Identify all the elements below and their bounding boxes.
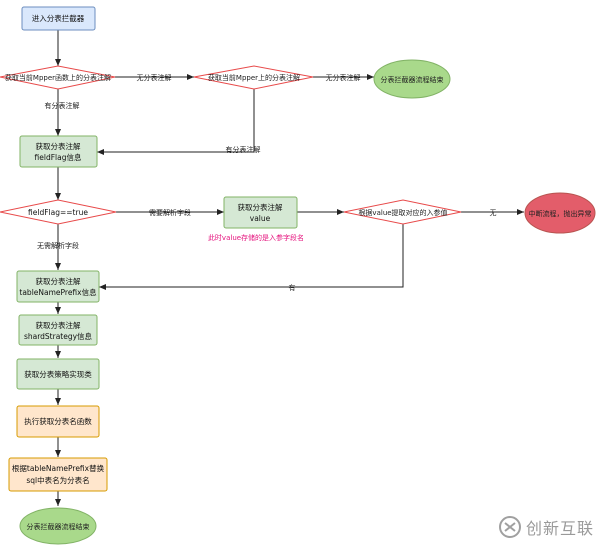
node-get-prefix-line1: 获取分表注解 [36, 276, 81, 286]
edge-label-no-anno-1: 无分表注解 [137, 73, 172, 82]
edge-labels: 无分表注解 无分表注解 有分表注解 有分表注解 需要解析字段 无需解析字段 无 … [37, 73, 497, 292]
edge-label-no-parse: 无需解析字段 [37, 241, 79, 250]
node-replace: 根据tableNamePrefix替换 sql中表名为分表名 [8, 457, 108, 492]
node-exec-func: 执行获取分表名函数 [16, 405, 100, 438]
node-get-fieldflag-shape [19, 135, 98, 168]
watermark-text: 创新互联 [525, 519, 594, 538]
node-start: 进入分表拦截器 [21, 6, 96, 31]
edge-label-no-anno-2: 无分表注解 [326, 73, 361, 82]
decision-param-check: 根据value提取对应的入参值 [343, 199, 462, 225]
node-get-value-line2: value [250, 214, 271, 223]
node-get-fieldflag-line1: 获取分表注解 [36, 141, 81, 151]
node-get-impl-shape [16, 358, 100, 390]
terminal-end-bottom-label: 分表拦截器流程结束 [27, 522, 90, 531]
edge-check-mapper-to-fieldflag [97, 89, 255, 155]
node-replace-line2: sql中表名为分表名 [26, 475, 89, 485]
node-get-value-line1: 获取分表注解 [238, 202, 283, 212]
node-get-strategy-shape [18, 314, 98, 346]
note-value: 此时value存储的是入参字段名 [208, 233, 304, 242]
node-get-prefix: 获取分表注解 tableNamePrefix信息 [16, 270, 100, 303]
node-get-prefix-line2: tableNamePrefix信息 [19, 287, 97, 297]
decision-check-method-shape [0, 65, 116, 90]
edge-label-has: 有 [289, 283, 296, 292]
node-replace-line1: 根据tableNamePrefix替换 [12, 463, 105, 473]
terminal-abort-shape [524, 192, 596, 234]
decision-check-mapper: 获取当前Mpper上的分表注解 [193, 65, 314, 90]
terminal-end-top-label: 分表拦截器流程结束 [381, 75, 444, 84]
node-exec-func-shape [16, 405, 100, 438]
node-start-shape [21, 6, 96, 31]
node-get-impl: 获取分表策略实现类 [16, 358, 100, 390]
terminal-end-bottom: 分表拦截器流程结束 [19, 507, 97, 545]
node-get-value-shape [223, 196, 298, 229]
edge-label-has-anno-2: 有分表注解 [226, 145, 261, 154]
node-exec-func-label: 执行获取分表名函数 [24, 416, 92, 426]
node-get-strategy: 获取分表注解 shardStrategy信息 [18, 314, 98, 346]
terminal-end-top-shape [373, 59, 451, 99]
node-get-fieldflag: 获取分表注解 fieldFlag信息 [19, 135, 98, 168]
decision-check-mapper-label: 获取当前Mpper上的分表注解 [208, 73, 300, 82]
decision-check-method: 获取当前Mpper函数上的分表注解 [0, 65, 116, 90]
decision-fieldflag: fieldFlag==true [0, 199, 117, 225]
node-get-value: 获取分表注解 value [223, 196, 298, 229]
watermark-logo-icon [498, 516, 521, 538]
watermark: 创新互联 [498, 515, 594, 539]
node-get-impl-label: 获取分表策略实现类 [24, 369, 92, 379]
terminal-abort: 中断流程，抛出异常 [524, 192, 596, 234]
node-start-label: 进入分表拦截器 [32, 13, 85, 23]
edge-param-check-to-prefix [99, 224, 404, 290]
terminal-end-top: 分表拦截器流程结束 [373, 59, 451, 99]
node-replace-shape [8, 457, 108, 492]
edge-label-none: 无 [490, 209, 497, 217]
node-get-strategy-line1: 获取分表注解 [36, 320, 81, 330]
edges [55, 30, 524, 506]
node-get-strategy-line2: shardStrategy信息 [24, 331, 93, 341]
terminal-abort-label: 中断流程，抛出异常 [529, 209, 592, 218]
node-get-prefix-shape [16, 270, 100, 303]
decision-fieldflag-label: fieldFlag==true [28, 208, 88, 217]
node-get-fieldflag-line2: fieldFlag信息 [35, 152, 82, 162]
terminal-end-bottom-shape [19, 507, 97, 545]
decision-param-check-label: 根据value提取对应的入参值 [358, 208, 447, 217]
decision-fieldflag-shape [0, 199, 117, 225]
edge-label-has-anno-1: 有分表注解 [45, 101, 80, 110]
decision-param-check-shape [343, 199, 462, 225]
edge-label-need-parse: 需要解析字段 [149, 208, 191, 217]
decision-check-method-label: 获取当前Mpper函数上的分表注解 [5, 73, 111, 82]
decision-check-mapper-shape [193, 65, 314, 90]
